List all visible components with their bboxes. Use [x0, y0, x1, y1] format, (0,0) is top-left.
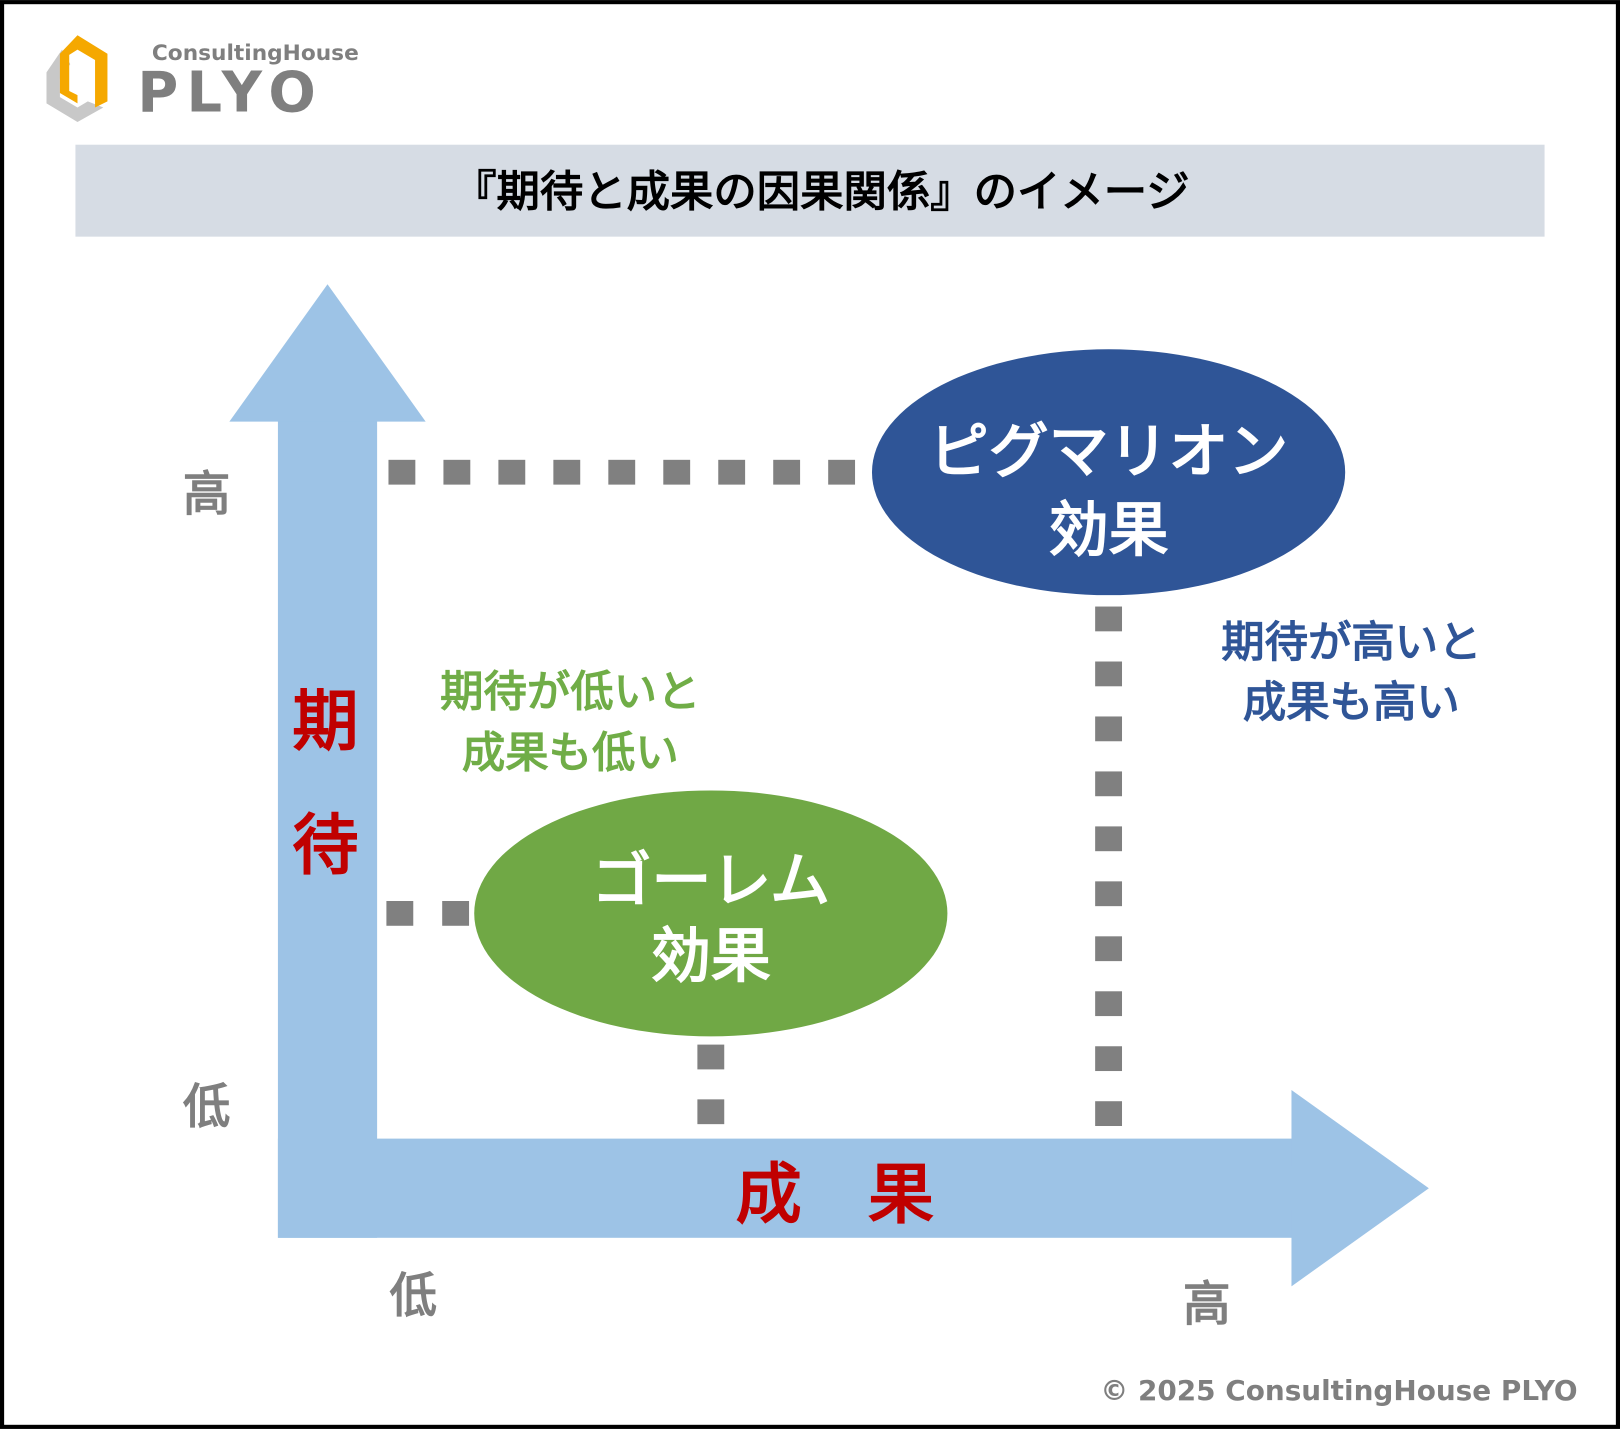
guide-dash	[498, 459, 526, 485]
x-axis-arrow-shaft	[277, 1138, 1295, 1238]
x-axis-label: 成 果	[736, 1156, 934, 1233]
golem-note-2: 成果も低い	[462, 729, 679, 779]
guide-dash	[386, 900, 414, 926]
guide-dash	[697, 1044, 725, 1070]
guide-dash	[442, 900, 470, 926]
guide-dash	[1095, 661, 1123, 687]
pygmalion-ellipse	[871, 349, 1346, 596]
x-high-label: 高	[1183, 1277, 1231, 1332]
pygmalion-label-2: 効果	[1049, 496, 1169, 566]
guide-dash	[388, 459, 416, 485]
guide-dash	[1095, 1101, 1123, 1127]
x-low-label: 低	[390, 1269, 438, 1324]
guide-dash	[1095, 991, 1123, 1017]
golem-label-1: ゴーレム	[592, 846, 830, 916]
logo-name: PLYO	[137, 61, 324, 126]
guide-dash	[1095, 881, 1123, 907]
y-axis-arrow-head	[229, 284, 426, 422]
guide-dash	[697, 1099, 725, 1125]
pygmalion-note-1: 期待が高いと	[1221, 618, 1481, 668]
guide-dash	[443, 459, 471, 485]
guide-dash	[663, 459, 691, 485]
guide-dash	[1095, 936, 1123, 962]
page-title: 『期待と成果の因果関係』のイメージ	[453, 168, 1190, 218]
logo-mark-orange	[59, 35, 108, 108]
guide-dash	[1095, 771, 1123, 797]
golem-ellipse	[474, 790, 948, 1037]
y-axis-label-1: 期	[292, 683, 358, 760]
guide-dash	[1095, 1046, 1123, 1072]
guide-dash	[1095, 826, 1123, 852]
guide-dash	[1095, 606, 1123, 632]
guide-dash	[828, 459, 856, 485]
y-high-label: 高	[183, 467, 231, 522]
golem-label-2: 効果	[651, 921, 771, 991]
pygmalion-note-2: 成果も高い	[1243, 678, 1460, 728]
x-axis-arrow-head	[1291, 1090, 1429, 1287]
logo-tagline: ConsultingHouse	[152, 41, 359, 66]
y-axis-label-2: 待	[292, 807, 358, 884]
guide-dash	[608, 459, 636, 485]
title-bar	[75, 144, 1545, 237]
axes	[229, 284, 1429, 1287]
logo: ConsultingHouse PLYO	[46, 35, 359, 126]
y-axis-arrow-shaft	[277, 418, 378, 1238]
copyright: © 2025 ConsultingHouse PLYO	[1100, 1374, 1577, 1407]
pygmalion-label-1: ピグマリオン	[929, 417, 1288, 487]
guide-dash	[1095, 716, 1123, 742]
golem-note-1: 期待が低いと	[440, 668, 700, 718]
guide-dashes	[386, 459, 1123, 1127]
guide-dash	[553, 459, 581, 485]
guide-dash	[718, 459, 746, 485]
guide-dash	[773, 459, 801, 485]
y-low-label: 低	[183, 1080, 231, 1135]
